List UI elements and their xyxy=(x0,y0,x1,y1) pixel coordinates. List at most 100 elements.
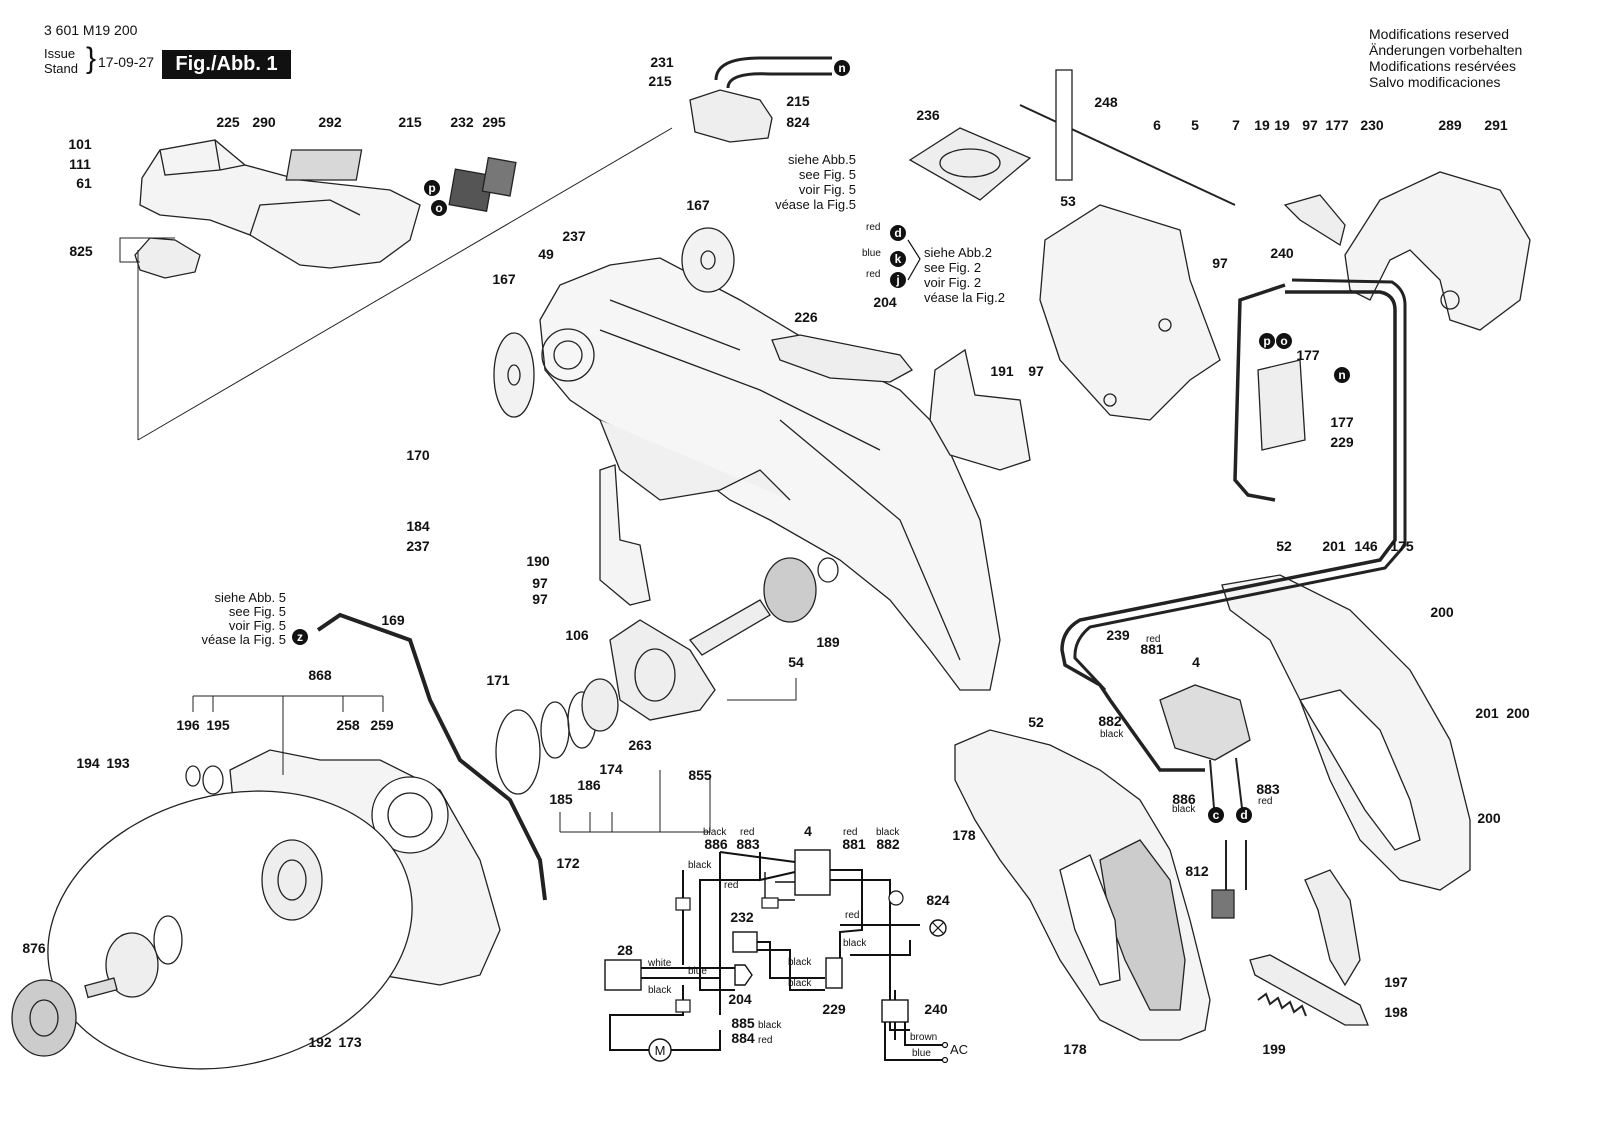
part-number-292: 292 xyxy=(318,114,342,130)
part-number-7: 7 xyxy=(1232,117,1240,133)
schem-switch-4 xyxy=(794,849,831,896)
guard-cap-289 xyxy=(1344,171,1531,331)
part-number-106: 106 xyxy=(565,627,589,643)
wiring-schematic xyxy=(604,849,949,1064)
part-number-97: 97 xyxy=(532,575,548,591)
part-number-289: 289 xyxy=(1438,117,1462,133)
marker-d: d xyxy=(890,225,906,241)
part-number-111: 111 xyxy=(69,156,91,172)
guard-bearing-inner xyxy=(387,792,433,838)
part-number-146: 146 xyxy=(1354,538,1378,554)
svg-text:d: d xyxy=(1240,808,1247,822)
plate-236 xyxy=(908,127,1032,201)
marker-p: p xyxy=(424,180,440,196)
lever-197 xyxy=(1304,869,1361,987)
schem-block-232 xyxy=(732,931,758,953)
part-number-61: 61 xyxy=(76,175,92,191)
bracket-line-868 xyxy=(192,695,384,775)
part-number-204: 204 xyxy=(873,294,897,310)
bolt-195 xyxy=(84,977,118,999)
svg-text:z: z xyxy=(297,630,303,644)
part-number-237: 237 xyxy=(406,538,430,554)
brush-812a xyxy=(1211,889,1235,919)
part-number-236: 236 xyxy=(916,107,940,123)
part-number-171: 171 xyxy=(486,672,510,688)
ring-171 xyxy=(495,709,541,795)
marker-z: z xyxy=(292,629,308,645)
modifications-line: Salvo modificaciones xyxy=(1369,74,1501,90)
see-fig5-top-line: siehe Abb.5 xyxy=(788,152,856,167)
bracket-226 xyxy=(771,334,913,383)
part-number-52: 52 xyxy=(1276,538,1292,554)
part-number-824: 824 xyxy=(926,892,950,908)
plate-236-hole xyxy=(939,148,1001,178)
part-number-215: 215 xyxy=(786,93,810,109)
part-number-231: 231 xyxy=(650,54,674,70)
housing-bearing-seat xyxy=(541,328,595,382)
see-fig2-line: siehe Abb.2 xyxy=(924,245,992,260)
part-number-177: 177 xyxy=(1296,347,1320,363)
part-number-885: 885 xyxy=(731,1015,755,1031)
schem-block-240 xyxy=(881,999,909,1023)
wire-color: black xyxy=(1100,729,1124,740)
flange-192 xyxy=(261,839,323,921)
marker-n-top: n xyxy=(834,60,850,76)
modifications-notice: Modifications reserved Änderungen vorbeh… xyxy=(1369,26,1522,90)
svg-text:n: n xyxy=(838,61,845,75)
wire-color-labels: red blue red red black black red black r… xyxy=(647,222,1272,1059)
schem-led-204 xyxy=(734,964,753,986)
flange-plate-hole xyxy=(634,648,676,702)
part-number-230: 230 xyxy=(1360,117,1384,133)
schem-ac-label: AC xyxy=(950,1042,968,1057)
part-number-291: 291 xyxy=(1484,117,1508,133)
wire-color: white xyxy=(647,958,672,969)
part-drawings xyxy=(11,56,1531,1070)
washer-167b-hole xyxy=(507,364,521,386)
cable-loop-inner xyxy=(1073,278,1407,692)
marker-d-bottom: d xyxy=(1236,807,1252,823)
part-number-101: 101 xyxy=(68,136,92,152)
part-number-232: 232 xyxy=(450,114,474,130)
see-fig5-left-line: siehe Abb. 5 xyxy=(214,590,286,605)
housing-bearing-seat-inner xyxy=(553,340,583,370)
bracket-line-825 xyxy=(119,237,175,263)
part-number-172: 172 xyxy=(556,855,580,871)
bearing-174 xyxy=(581,678,619,732)
part-number-824: 824 xyxy=(786,114,810,130)
washer-167a-hole xyxy=(700,250,716,270)
part-number-200: 200 xyxy=(1477,810,1501,826)
part-number-881: 881 xyxy=(1140,641,1164,657)
switch-block-824 xyxy=(689,89,773,143)
leader-line xyxy=(137,127,673,441)
part-number-263: 263 xyxy=(628,737,652,753)
schem-wire-881 xyxy=(830,869,863,960)
svg-text:p: p xyxy=(428,181,435,195)
part-number-199: 199 xyxy=(1262,1041,1286,1057)
part-number-886: 886 xyxy=(1172,791,1196,807)
marker-k: k xyxy=(890,251,906,267)
marker-o-right: o xyxy=(1276,333,1292,349)
wire-color: blue xyxy=(688,966,707,977)
spring-199 xyxy=(1257,992,1307,1017)
gear-54 xyxy=(763,557,817,623)
rod-248 xyxy=(1055,69,1073,181)
switch-4 xyxy=(1159,684,1251,761)
wire-color: black xyxy=(1172,804,1196,815)
saw-blade-193 xyxy=(47,790,413,1070)
part-number-876: 876 xyxy=(22,940,46,956)
svg-text:c: c xyxy=(1213,808,1220,822)
part-number-97: 97 xyxy=(532,591,548,607)
reference-markers: n p o d k j p o n z c d xyxy=(292,60,1350,823)
figure-label: Fig./Abb. 1 xyxy=(162,50,291,79)
issue-date: 17-09-27 xyxy=(98,54,155,70)
clip-825 xyxy=(134,237,201,279)
slider-198 xyxy=(1249,954,1369,1026)
schem-wire-824 xyxy=(840,924,920,956)
flange-194 xyxy=(105,932,159,998)
part-number-883: 883 xyxy=(1256,781,1280,797)
part-number-884: 884 xyxy=(731,1030,755,1046)
switch-lead-c xyxy=(1209,759,1215,809)
housing-rib xyxy=(599,299,961,661)
ring-185 xyxy=(540,701,570,759)
